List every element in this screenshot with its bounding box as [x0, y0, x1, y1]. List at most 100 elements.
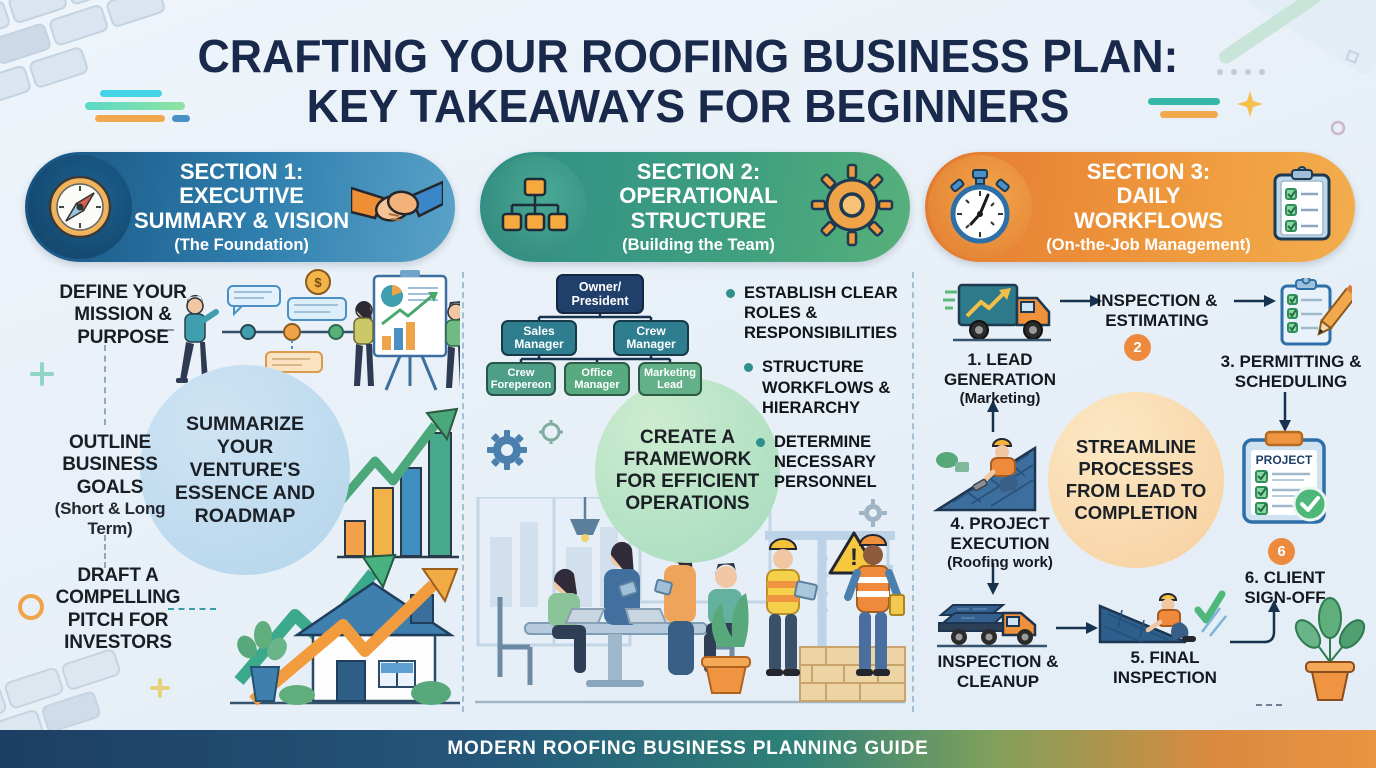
section2-line2: OPERATIONAL [619, 183, 778, 209]
project-clipboard-icon: PROJECT [1242, 430, 1328, 524]
step4-sub-text: (Roofing work) [947, 554, 1053, 572]
step2-badge: 2 [1124, 334, 1151, 361]
arrow-right-icon [1234, 295, 1276, 307]
step3-label: 3. PERMITTING & SCHEDULING [1220, 352, 1362, 392]
bullet-roles-text: ESTABLISH CLEAR ROLES & RESPONSIBILITIES [744, 284, 898, 343]
step1-label: 1. LEAD GENERATION (Marketing) [933, 350, 1067, 408]
section2-icon-circle [483, 155, 587, 259]
page-title: CRAFTING YOUR ROOFING BUSINESS PLAN: KEY… [21, 30, 1356, 132]
section2-right-icon-wrap [810, 163, 894, 252]
org-box-marketing-lead: Marketing Lead [638, 362, 702, 396]
dashed-connector [104, 535, 106, 568]
arrow-right-icon [1056, 622, 1098, 634]
final-inspection-icon [1098, 590, 1227, 644]
framework-circle: CREATE A FRAMEWORK FOR EFFICIENT OPERATI… [595, 378, 780, 563]
decor-shingles-top-left [0, 0, 165, 107]
step1-text: 1. LEAD GENERATION [943, 350, 1057, 390]
section1-subtitle: (The Foundation) [174, 235, 309, 254]
step6-badge: 6 [1268, 538, 1295, 565]
section1-icon-circle [28, 155, 132, 259]
bullet-roles: ESTABLISH CLEAR ROLES & RESPONSIBILITIES [726, 283, 910, 343]
section1-title: SECTION 1: EXECUTIVE SUMMARY & VISION (T… [132, 158, 351, 254]
bullet-dot-icon [726, 289, 735, 298]
org-box-crew-foreperson: Crew Forepereon [486, 362, 556, 396]
stopwatch-icon [950, 169, 1010, 244]
gear-icon [810, 163, 894, 246]
gears-decor-icon [487, 420, 563, 470]
checklist-icon [1273, 165, 1331, 240]
small-gear-decor-icon [859, 499, 887, 527]
section2-subtitle: (Building the Team) [622, 235, 775, 254]
page-title-line1: CRAFTING YOUR ROOFING BUSINESS PLAN: [197, 30, 1179, 82]
goals-item-main: OUTLINE BUSINESS GOALS [62, 432, 158, 498]
svg-text:!: ! [850, 544, 858, 571]
org-owner-line1: Owner/ [578, 280, 622, 294]
section3-line2: DAILY [1116, 183, 1181, 209]
handshake-icon [349, 179, 445, 222]
decor-speedline [85, 102, 185, 110]
arrow-up-icon [987, 400, 999, 432]
section3-subtitle: (On-the-Job Management) [1046, 235, 1251, 254]
team-meeting-illustration: ! [475, 497, 906, 704]
org-box-owner: Owner/ President [556, 274, 644, 314]
decor-speedline [95, 115, 165, 122]
step4-text: 4. PROJECT EXECUTION [950, 514, 1050, 554]
plus-decor-icon [30, 362, 54, 386]
mission-illustration: $ [158, 269, 460, 391]
arrow-down-icon [1279, 392, 1291, 432]
arrow-curve-up-icon [1230, 600, 1280, 644]
section2-header: SECTION 2: OPERATIONAL STRUCTURE (Buildi… [480, 152, 910, 262]
cleanup-label: INSPECTION & CLEANUP [937, 652, 1059, 692]
section3-line3: WORKFLOWS [1073, 208, 1224, 234]
step4-label: 4. PROJECT EXECUTION (Roofing work) [933, 514, 1067, 572]
org-chart-connectors [519, 314, 672, 362]
goals-item: OUTLINE BUSINESS GOALS (Short & Long Ter… [35, 432, 185, 539]
arrow-right-icon [1060, 295, 1102, 307]
truck-icon [943, 283, 1051, 342]
section1-line3: SUMMARY & VISION [134, 208, 350, 234]
section2-title: SECTION 2: OPERATIONAL STRUCTURE (Buildi… [587, 158, 810, 254]
section2-kicker: SECTION 2: [636, 158, 761, 184]
summary-circle: SUMMARIZE YOUR VENTURE'S ESSENCE AND ROA… [140, 365, 350, 575]
section2-bullets: ESTABLISH CLEAR ROLES & RESPONSIBILITIES… [726, 283, 910, 492]
section2-line3: STRUCTURE [630, 208, 767, 234]
section1-right-icon-wrap [349, 170, 445, 245]
decor-shapes-top-right [1217, 0, 1376, 136]
decor-speedline [172, 115, 190, 122]
dashed-connector [168, 608, 216, 610]
step1-sub-text: (Marketing) [959, 390, 1041, 408]
plus-decor-icon [150, 678, 170, 698]
footer-banner: MODERN ROOFING BUSINESS PLANNING GUIDE [0, 730, 1376, 768]
step5-label: 5. FINAL INSPECTION [1113, 648, 1217, 688]
bullet-workflows-text: STRUCTURE WORKFLOWS & HIERARCHY [762, 358, 891, 417]
org-box-crew-manager: Crew Manager [613, 320, 689, 356]
project-clipboard-title: PROJECT [1256, 453, 1313, 467]
column-divider [462, 272, 464, 712]
dashed-connector [104, 345, 106, 425]
clipboard-pencil-icon [1280, 278, 1352, 346]
decor-speedline [1148, 98, 1220, 105]
org-chart-icon [501, 177, 569, 232]
org-box-office-manager: Office Manager [564, 362, 630, 396]
section3-right-icon-wrap [1265, 165, 1339, 250]
growth-bar-chart-icon [335, 407, 459, 559]
footer-text: MODERN ROOFING BUSINESS PLANNING GUIDE [447, 738, 929, 759]
dashed-decor [1256, 704, 1282, 706]
bullet-dot-icon [744, 363, 753, 373]
streamline-circle: STREAMLINE PROCESSES FROM LEAD TO COMPLE… [1048, 392, 1224, 568]
step6-label: 6. CLIENT SIGN-OFF [1244, 568, 1326, 608]
sparkle-icon [1237, 91, 1263, 117]
compass-icon [48, 175, 112, 239]
bullet-personnel: DETERMINE NECESSARY PERSONNEL [756, 432, 910, 492]
section1-kicker: SECTION 1: [179, 158, 304, 184]
decor-speedline [1160, 111, 1218, 118]
section1-line2: EXECUTIVE [179, 183, 304, 209]
step2-label: INSPECTION & ESTIMATING [1096, 291, 1218, 331]
page-title-line2: KEY TAKEAWAYS FOR BEGINNERS [306, 79, 1070, 132]
bullet-workflows: STRUCTURE WORKFLOWS & HIERARCHY [744, 357, 910, 417]
section1-header: SECTION 1: EXECUTIVE SUMMARY & VISION (T… [25, 152, 455, 262]
org-box-sales-manager: Sales Manager [501, 320, 577, 356]
mission-item: DEFINE YOUR MISSION & PURPOSE [59, 282, 187, 348]
plant-icon [1294, 597, 1366, 701]
